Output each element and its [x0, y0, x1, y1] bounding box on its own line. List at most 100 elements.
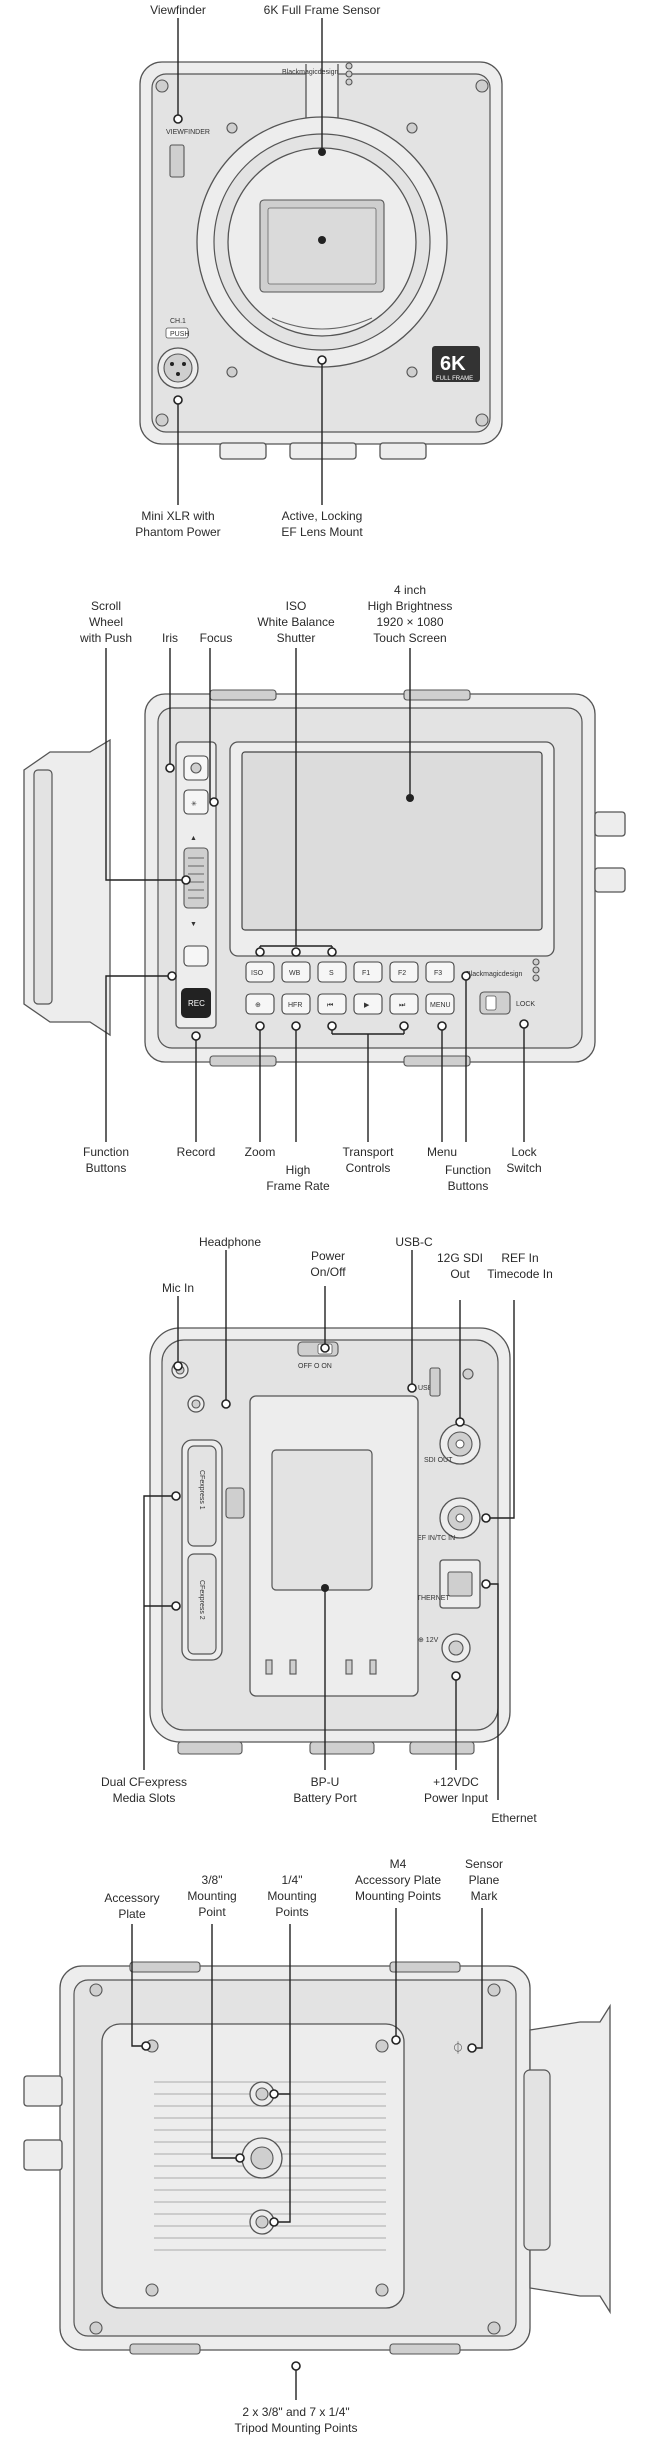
bottom-view: ⏀ [23, 1908, 611, 2400]
label-sensor: 6K Full Frame Sensor [263, 3, 381, 17]
side-view: ✳ ▲ ▼ REC ISO WB S F1 F2 F3 [23, 648, 626, 1142]
6k-badge-text: 6K [440, 353, 466, 375]
label-usb-c: USB-C [395, 1235, 433, 1249]
sensor-surface [267, 207, 377, 285]
svg-text:WB: WB [289, 970, 301, 977]
label-zoom: Zoom [244, 1145, 276, 1159]
shutter-button [317, 961, 347, 983]
function-buttons-row1: ISO WB S F1 F2 F3 [245, 961, 455, 983]
sdi-out-text: SDI OUT [424, 1457, 453, 1464]
front-foot-1 [219, 442, 267, 460]
lock-text: LOCK [516, 1001, 535, 1008]
svg-text:▶: ▶ [364, 1002, 370, 1009]
bottom-port-1 [23, 2075, 63, 2107]
ch1-text: CH.1 [170, 318, 186, 325]
front-foot-3 [379, 442, 427, 460]
front-view: VIEWFINDER CH.1 PUSH Blackmagicdesign 6K… [139, 18, 503, 505]
viewfinder-port [169, 144, 185, 178]
label-focus: Focus [199, 631, 233, 645]
sensor-plane-symbol: ⏀ [452, 2040, 464, 2055]
function-buttons-row2: ⊕ HFR ⏮ ▶ ⏭ MENU [245, 993, 455, 1015]
bottom-port-2 [23, 2139, 63, 2171]
mount-contacts [271, 317, 373, 330]
front-screw [155, 79, 169, 93]
svg-text:⏮: ⏮ [327, 1002, 333, 1009]
menu-button [425, 993, 455, 1015]
touch-screen [241, 751, 543, 931]
iso-button [245, 961, 275, 983]
usb-c-port [429, 1367, 441, 1397]
label-headphone: Headphone [198, 1235, 262, 1249]
cfexpress-slot-2 [187, 1553, 217, 1655]
wb-button [281, 961, 311, 983]
svg-text:ISO: ISO [251, 970, 264, 977]
side-port-1 [594, 811, 626, 837]
svg-text:✳: ✳ [191, 800, 197, 808]
label-iris: Iris [162, 631, 178, 645]
label-mic-in: Mic In [161, 1281, 195, 1295]
front-screw [226, 366, 238, 378]
svg-text:▲: ▲ [190, 835, 197, 842]
rec-button [181, 988, 211, 1018]
front-foot-2 [289, 442, 357, 460]
ref-text: REF IN/TC IN [412, 1535, 455, 1542]
viewfinder-text: VIEWFINDER [166, 129, 210, 136]
front-screw [226, 122, 238, 134]
skip-forward-button [389, 993, 419, 1015]
hfr-button [281, 993, 311, 1015]
mini-xlr-socket [163, 353, 193, 383]
front-screw [155, 413, 169, 427]
svg-text:⊕: ⊕ [255, 1002, 261, 1009]
front-screw [406, 122, 418, 134]
front-screw [475, 79, 489, 93]
svg-text:HFR: HFR [288, 1002, 302, 1009]
label-viewfinder: Viewfinder [150, 3, 206, 17]
f1-button [353, 961, 383, 983]
side-port-2 [594, 867, 626, 893]
svg-text:F2: F2 [398, 970, 406, 977]
m4-point [375, 2283, 389, 2297]
front-screw [406, 366, 418, 378]
m4-point [375, 2039, 389, 2053]
6k-badge [432, 346, 480, 382]
rear-view: OFF O ON USB SDI OUT REF IN/TC IN ETHERN… [143, 1250, 515, 1800]
label-menu: Menu [426, 1145, 458, 1159]
cf1-text: CFexpress 1 [198, 1470, 205, 1510]
usb-text: USB [418, 1385, 433, 1392]
mount-lock-lever [33, 769, 53, 1005]
label-record: Record [176, 1145, 216, 1159]
slot-grip [225, 1487, 245, 1519]
rec-text: REC [188, 999, 205, 1008]
f3-button [425, 961, 455, 983]
svg-text:S: S [329, 970, 334, 977]
m4-point [145, 2283, 159, 2297]
push-text: PUSH [170, 331, 189, 338]
svg-text:F3: F3 [434, 970, 442, 977]
svg-text:F1: F1 [362, 970, 370, 977]
push-button [165, 327, 189, 339]
off-on-text: OFF O ON [298, 1363, 332, 1370]
svg-text:▼: ▼ [190, 921, 197, 928]
front-screw [475, 413, 489, 427]
svg-text:⏭: ⏭ [399, 1002, 406, 1009]
front-brand-text: Blackmagicdesign [282, 69, 339, 76]
label-ethernet: Ethernet [491, 1811, 537, 1825]
